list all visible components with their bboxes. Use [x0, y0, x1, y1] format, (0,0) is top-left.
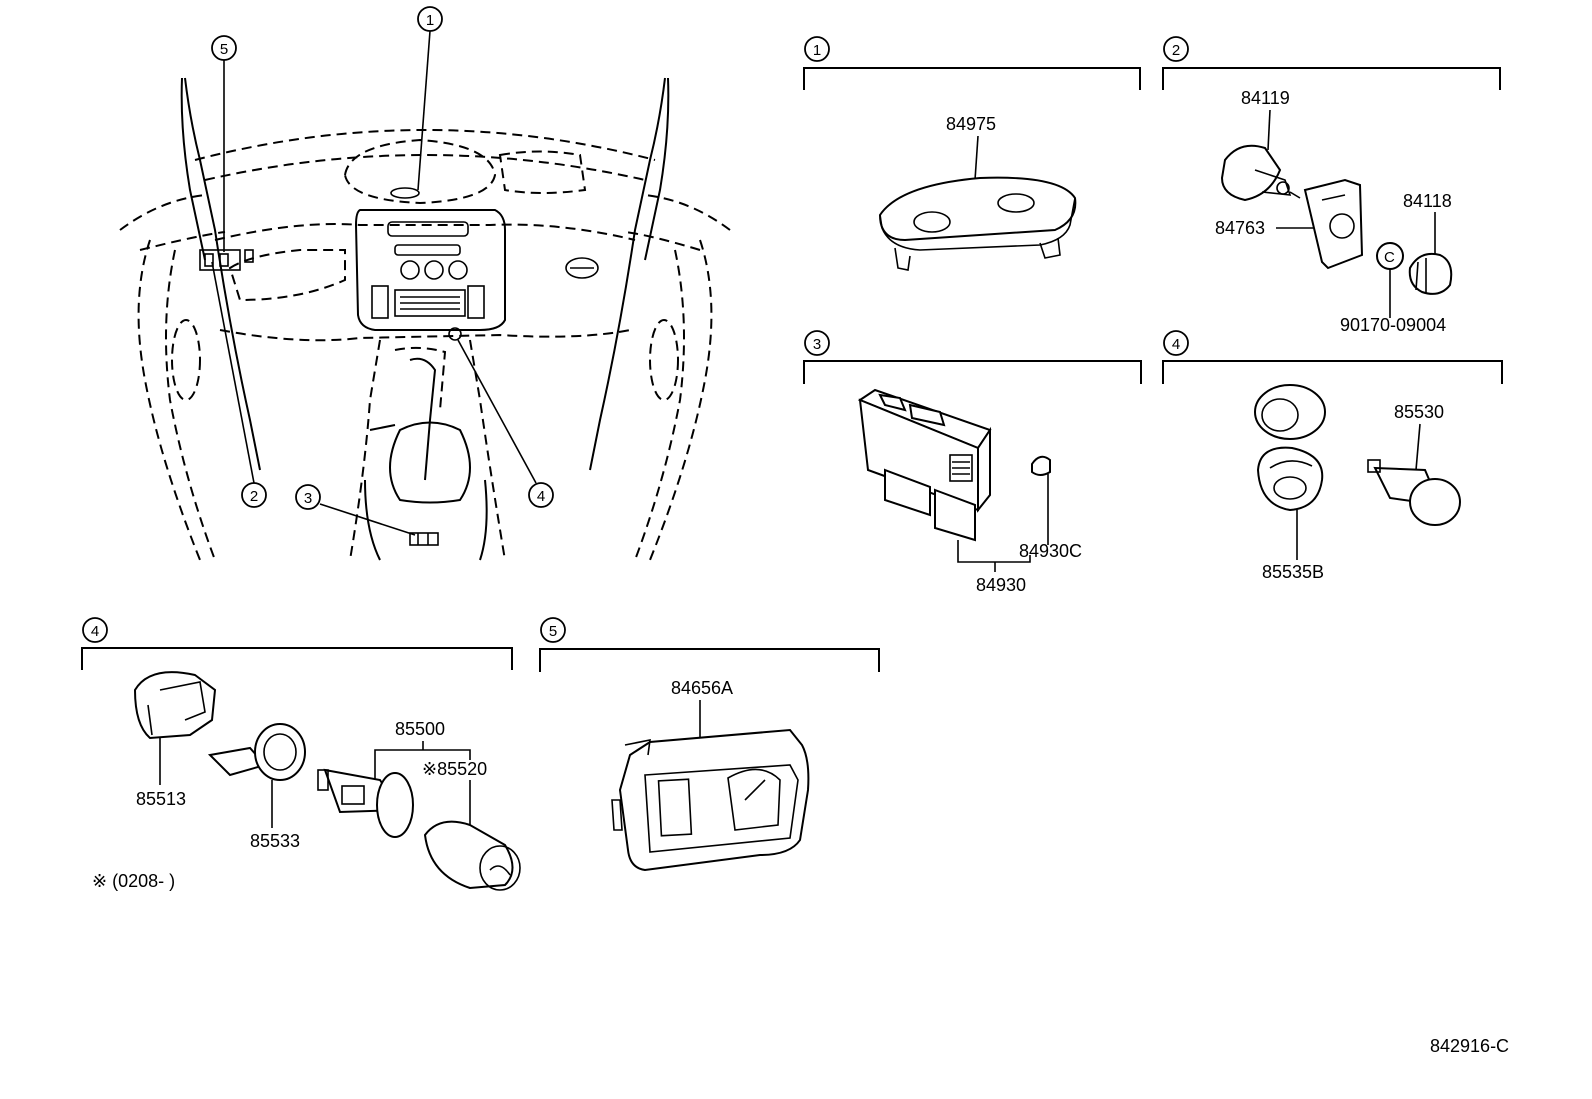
callout-1-overview: 1	[417, 6, 443, 32]
callout-5-overview: 5	[211, 35, 237, 61]
section-2: 2 84119 84763 84118 C 90170-09004	[1162, 36, 1501, 335]
svg-text:5: 5	[220, 41, 228, 58]
section-3-label: 3	[813, 336, 821, 353]
part-84656A-panel	[611, 728, 810, 872]
svg-text:2: 2	[250, 488, 258, 505]
part-84118-knob	[1408, 252, 1453, 295]
part-85520-plug	[423, 820, 521, 891]
part-84763-bezel	[1303, 178, 1364, 270]
part-85530-label: 85530	[1394, 402, 1444, 422]
overview-callouts: 1 5 2 3 4	[211, 6, 554, 510]
section-3: 3 84930C 84930	[803, 330, 1142, 595]
part-84930-label: 84930	[976, 575, 1026, 595]
svg-text:1: 1	[426, 12, 434, 29]
part-85520-label: ※85520	[422, 759, 487, 779]
section-2-label: 2	[1172, 42, 1180, 59]
clip-c-glyph: C	[1384, 249, 1395, 266]
section-4-right: 4 85535B 85530	[1162, 330, 1503, 582]
svg-text:3: 3	[304, 490, 312, 507]
part-84763-label: 84763	[1215, 218, 1265, 238]
section-4-left: 4 85513 85533 85500 ※85520	[81, 617, 521, 891]
callout-2-overview: 2	[241, 482, 267, 508]
part-90170-clip: C	[1376, 242, 1404, 270]
section-1-label: 1	[813, 42, 821, 59]
part-84119-switch	[1220, 144, 1301, 202]
part-85513-holder	[133, 671, 217, 740]
part-85533-label: 85533	[250, 831, 300, 851]
part-85500-label: 85500	[395, 719, 445, 739]
part-85535B-label: 85535B	[1262, 562, 1324, 582]
part-85500-lighter	[317, 768, 414, 838]
section-4-left-label: 4	[91, 623, 99, 640]
part-84930C-label: 84930C	[1019, 541, 1082, 561]
part-84930C-pin	[1031, 455, 1051, 476]
part-84656A-label: 84656A	[671, 678, 733, 698]
callout-4-overview: 4	[528, 482, 554, 508]
section-4-right-label: 4	[1172, 336, 1180, 353]
section-1: 1 84975	[803, 36, 1141, 271]
part-85513-label: 85513	[136, 789, 186, 809]
part-84118-label: 84118	[1403, 191, 1452, 211]
part-85530-lighter	[1367, 459, 1461, 526]
part-84930-switch	[857, 388, 992, 542]
part-84119-label: 84119	[1241, 88, 1290, 108]
svg-text:4: 4	[537, 488, 545, 505]
section-5-label: 5	[549, 623, 557, 640]
part-85535B-socket	[1254, 384, 1326, 512]
callout-3-overview: 3	[295, 484, 321, 510]
diagram-id: 842916-C	[1430, 1036, 1509, 1056]
part-84975-bezel	[878, 176, 1077, 271]
part-84975-label: 84975	[946, 114, 996, 134]
part-90170-label: 90170-09004	[1340, 315, 1446, 335]
dashboard-overview	[119, 30, 731, 561]
date-note: ※ (0208- )	[92, 871, 175, 891]
section-5: 5 84656A	[539, 617, 880, 872]
part-85533-ring	[207, 723, 306, 781]
